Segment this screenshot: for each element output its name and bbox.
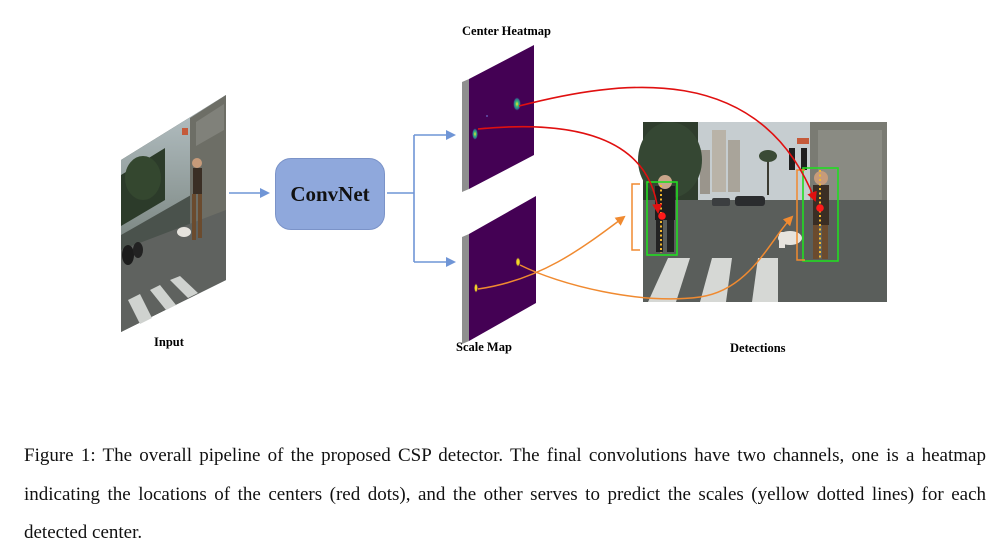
scale-arrows (477, 215, 794, 300)
detection-box-left (646, 181, 678, 256)
center-dot-right (816, 204, 824, 212)
pipeline-diagram (121, 45, 887, 344)
input-label: Input (154, 335, 184, 349)
arrow-convnet-split (387, 130, 456, 267)
pipeline-figure: ConvNet Center Heatmap Input Scale Map D… (121, 24, 887, 355)
center-heatmap-label: Center Heatmap (462, 24, 551, 38)
convnet-block: ConvNet (275, 158, 385, 230)
center-arrows (477, 86, 817, 214)
scale-map-label: Scale Map (456, 340, 512, 354)
detections-image (638, 122, 887, 302)
scale-map (462, 196, 536, 344)
detections-label: Detections (730, 341, 786, 355)
convnet-label: ConvNet (290, 181, 370, 206)
figure-caption: Figure 1: The overall pipeline of the pr… (24, 445, 986, 543)
center-heatmap (462, 45, 534, 192)
detection-box-right (802, 167, 839, 262)
center-dot-left (658, 212, 666, 220)
input-image (121, 95, 226, 332)
